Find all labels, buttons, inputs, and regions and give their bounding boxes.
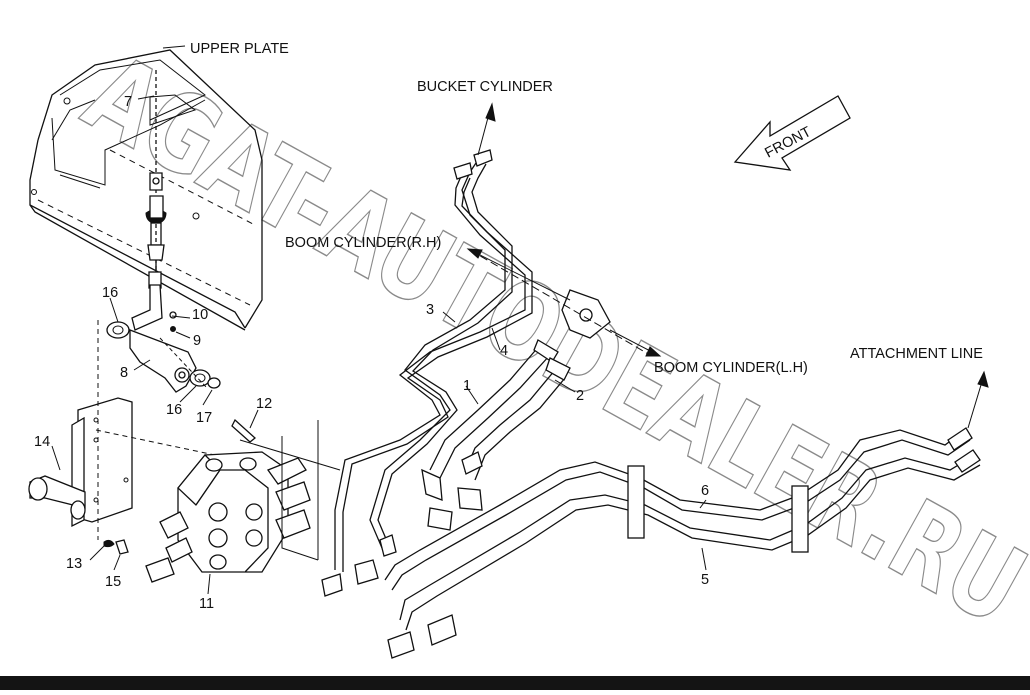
part-number-7: 7 [124, 94, 132, 110]
control-rod-assembly [145, 70, 167, 292]
part-number-13: 13 [66, 556, 82, 572]
part-number-16-bottom: 16 [166, 402, 182, 418]
part-number-6: 6 [701, 483, 709, 499]
part-number-17: 17 [196, 410, 212, 426]
part-number-8: 8 [120, 365, 128, 381]
part-number-14: 14 [34, 434, 50, 450]
hydraulic-lines [321, 149, 981, 659]
bottom-bar [0, 676, 1030, 690]
label-upper-plate: UPPER PLATE [190, 41, 289, 57]
part-number-16-top: 16 [102, 285, 118, 301]
direction-arrows [466, 95, 989, 429]
side-bracket [28, 320, 216, 555]
part-number-9: 9 [193, 333, 201, 349]
label-attachment-line: ATTACHMENT LINE [850, 346, 983, 362]
leader-lines [51, 45, 707, 595]
label-bucket-cylinder: BUCKET CYLINDER [417, 79, 553, 95]
part-number-15: 15 [105, 574, 121, 590]
label-boom-cylinder-rh: BOOM CYLINDER(R.H) [285, 235, 441, 251]
part-number-11: 11 [199, 596, 214, 612]
part-number-10: 10 [192, 307, 208, 323]
control-valve [145, 418, 341, 583]
part-numbers: 1 2 3 4 5 6 7 8 9 10 11 12 13 14 15 16 1… [34, 94, 709, 612]
part-number-2: 2 [576, 388, 584, 404]
upper-plate [29, 49, 263, 331]
part-number-4: 4 [500, 343, 508, 359]
linkage-bracket [106, 284, 221, 393]
part-number-3: 3 [426, 302, 434, 318]
part-number-1: 1 [463, 378, 471, 394]
part-number-12: 12 [256, 396, 272, 412]
label-boom-cylinder-lh: BOOM CYLINDER(L.H) [654, 360, 808, 376]
part-number-5: 5 [701, 572, 709, 588]
